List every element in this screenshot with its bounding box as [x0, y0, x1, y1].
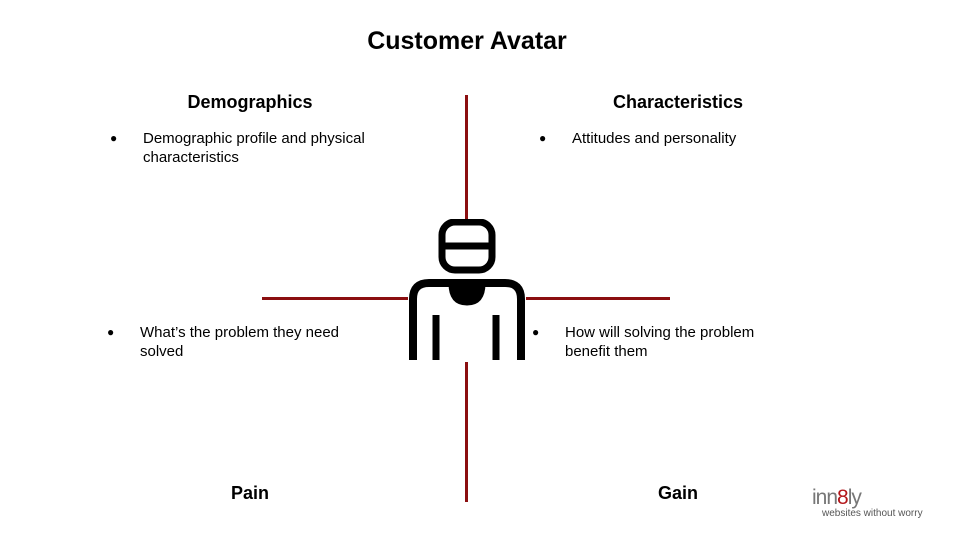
bullet-gain: ● How will solving the problem benefit t…	[532, 323, 812, 363]
logo-text-accent: 8	[837, 486, 849, 509]
logo-text-right: ly	[847, 486, 862, 509]
bullet-text: What’s the problem they need solved	[140, 324, 340, 360]
logo-wordmark: inn8ly	[812, 486, 923, 509]
collar-shape	[448, 282, 486, 306]
bullet-text: How will solving the problem benefit the…	[565, 324, 755, 360]
slide-title: Customer Avatar	[367, 27, 567, 55]
heading-characteristics: Characteristics	[612, 92, 744, 112]
bullet-text: Attitudes and personality	[572, 130, 737, 147]
bullet-dot: ●	[107, 325, 115, 339]
person-icon	[408, 219, 526, 362]
bullet-demographics: ● Demographic profile and physical chara…	[110, 129, 390, 169]
bullet-dot: ●	[539, 131, 547, 145]
bullet-text: Demographic profile and physical charact…	[143, 130, 365, 166]
bullet-dot: ●	[532, 325, 540, 339]
heading-gain: Gain	[657, 483, 698, 503]
logo-tagline: websites without worry	[822, 508, 923, 519]
bullet-dot: ●	[110, 131, 118, 145]
bullet-pain: ● What’s the problem they need solved	[107, 323, 387, 363]
logo-text-left: inn	[812, 486, 838, 509]
heading-pain: Pain	[230, 483, 269, 503]
brand-logo: inn8ly websites without worry	[812, 486, 923, 520]
heading-demographics: Demographics	[187, 92, 313, 112]
bullet-characteristics: ● Attitudes and personality	[539, 129, 819, 169]
